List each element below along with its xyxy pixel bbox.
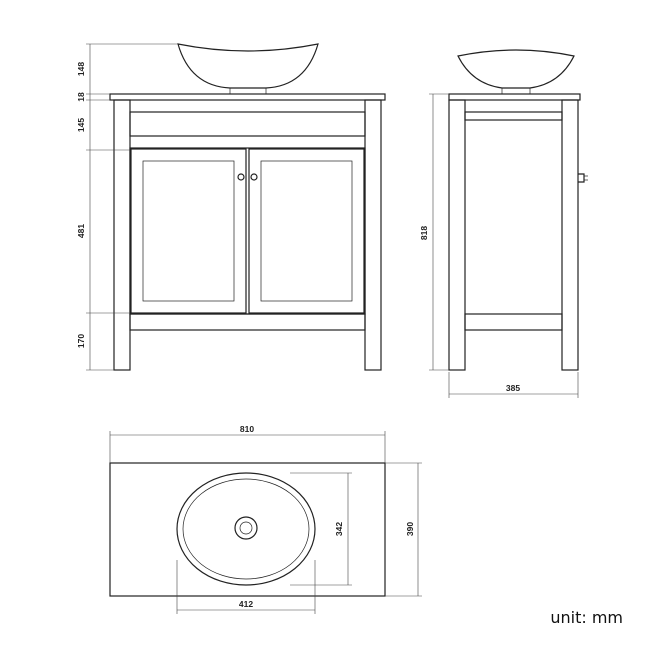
front-door-left: [130, 148, 247, 314]
side-basin: [457, 49, 575, 89]
side-leg-front: [561, 99, 579, 371]
top-basin-inner: [182, 478, 310, 580]
front-leg-right: [364, 99, 382, 371]
dim-label-basin-height: 148: [76, 62, 86, 76]
front-bottom-rail: [129, 313, 366, 331]
front-leg-left: [113, 99, 131, 371]
svg-text:818: 818: [419, 226, 429, 240]
dim-label-basin-depth: 342: [334, 522, 344, 536]
side-view: 818 385: [419, 49, 588, 398]
side-knob: [578, 173, 585, 183]
top-drain-inner: [239, 521, 253, 535]
top-countertop: [109, 462, 386, 597]
front-view: 148 18 145 481 170: [76, 43, 386, 371]
dim-label-total-height: 818: [419, 226, 429, 240]
dim-label-depth: 385: [506, 383, 520, 393]
svg-text:481: 481: [76, 224, 86, 238]
side-top-rail: [464, 111, 563, 121]
side-countertop: [448, 93, 581, 101]
side-bottom-rail: [464, 313, 563, 331]
svg-text:170: 170: [76, 334, 86, 348]
front-knob-right: [250, 173, 258, 181]
dim-label-top-thickness: 18: [76, 92, 86, 102]
top-view: 810 390 342 412: [109, 424, 422, 614]
dim-label-countertop-depth: 390: [405, 522, 415, 536]
dim-label-door-height: 481: [76, 224, 86, 238]
svg-text:145: 145: [76, 118, 86, 132]
dim-label-leg-height: 170: [76, 334, 86, 348]
top-drain-outer: [234, 516, 258, 540]
dim-label-basin-width: 412: [239, 599, 253, 609]
dim-label-drawer-height: 145: [76, 118, 86, 132]
svg-text:342: 342: [334, 522, 344, 536]
svg-text:148: 148: [76, 62, 86, 76]
svg-text:390: 390: [405, 522, 415, 536]
front-basin: [177, 43, 319, 89]
dim-label-width: 810: [240, 424, 254, 434]
side-leg-back: [448, 99, 466, 371]
front-door-right: [248, 148, 365, 314]
unit-label: unit: mm: [550, 608, 623, 627]
front-cabinet-frame: [129, 147, 366, 315]
front-drawer-rail: [129, 111, 366, 137]
front-countertop: [109, 93, 386, 101]
svg-text:18: 18: [76, 92, 86, 102]
front-knob-left: [237, 173, 245, 181]
top-basin-outer: [176, 472, 316, 586]
